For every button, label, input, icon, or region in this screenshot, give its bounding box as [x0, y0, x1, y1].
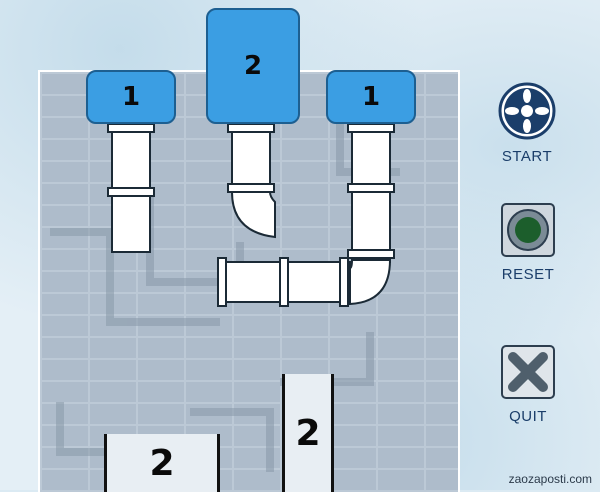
- quit-label: QUIT: [509, 408, 547, 425]
- reset-button[interactable]: RESET: [500, 202, 556, 283]
- start-button[interactable]: START: [498, 82, 556, 165]
- x-icon: [501, 345, 555, 399]
- start-label: START: [501, 148, 553, 165]
- green-button-icon: [501, 203, 555, 257]
- cup-right: 2: [282, 374, 334, 492]
- right-pipe: [347, 121, 395, 306]
- pipe-layer: [107, 121, 395, 307]
- horizontal-pipe: [217, 257, 351, 307]
- water-tank-center: 2: [206, 8, 300, 124]
- cup-left: 2: [104, 434, 220, 492]
- left-pipe: [107, 121, 155, 253]
- reset-label: RESET: [501, 266, 555, 283]
- wheel-icon: [498, 82, 556, 140]
- watermark: zaozaposti.com: [508, 472, 592, 486]
- water-tank-left: 1: [86, 70, 176, 124]
- water-tank-right: 1: [326, 70, 416, 124]
- quit-button[interactable]: QUIT: [500, 344, 556, 425]
- center-pipe: [227, 121, 276, 239]
- game-board: 1 2 1 2 2: [38, 8, 460, 492]
